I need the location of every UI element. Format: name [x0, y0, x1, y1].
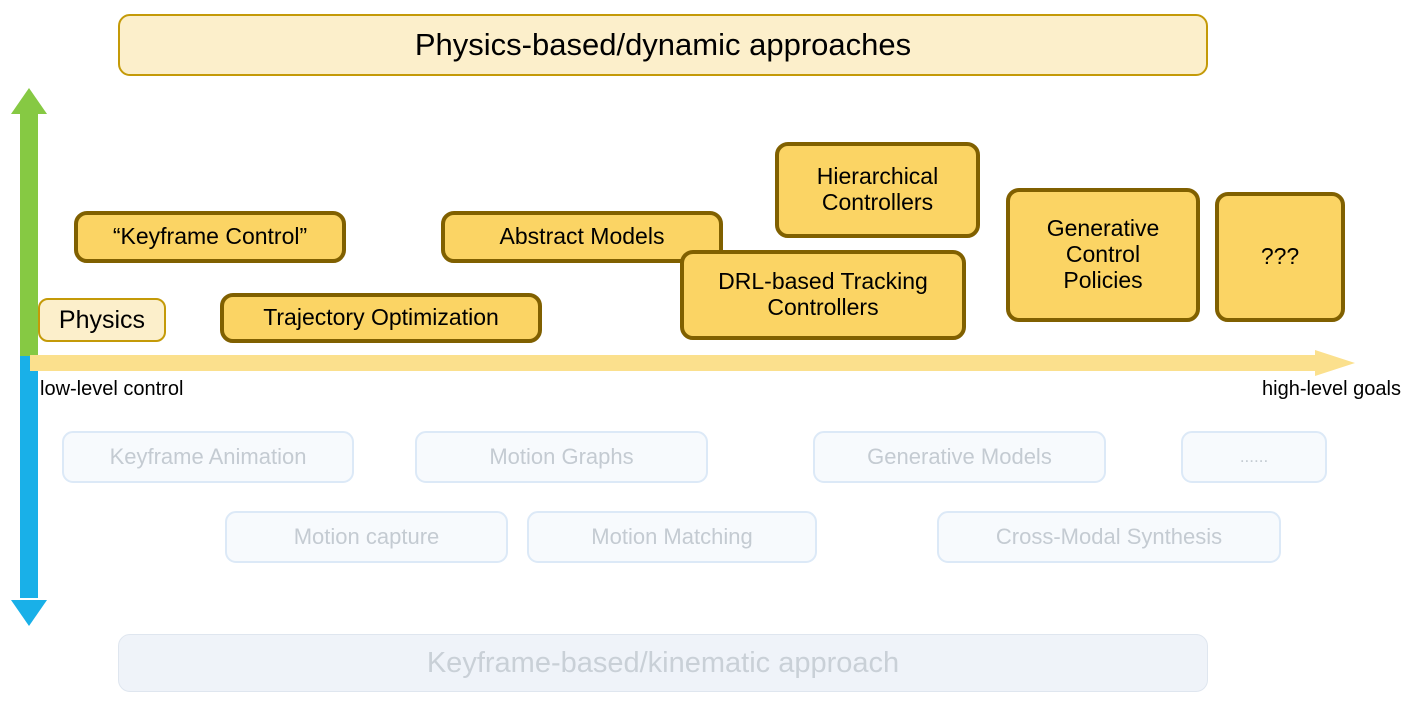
header-title-box: Physics-based/dynamic approaches	[118, 14, 1208, 76]
box-trajectory-optimization[interactable]: Trajectory Optimization	[220, 293, 542, 343]
box-abstract-models[interactable]: Abstract Models	[441, 211, 723, 263]
box-generative-models[interactable]: Generative Models	[813, 431, 1106, 483]
control-abstraction-axis-arrow	[30, 350, 1355, 376]
physics-axis-up-arrow	[11, 88, 47, 356]
box-motion-capture[interactable]: Motion capture	[225, 511, 508, 563]
box-keyframe-animation[interactable]: Keyframe Animation	[62, 431, 354, 483]
kinematic-axis-down-arrow	[11, 356, 47, 626]
box-generative-control-policies[interactable]: Generative Control Policies	[1006, 188, 1200, 322]
vertical-axis-arrow	[11, 88, 47, 626]
box-drl-based-tracking-controllers[interactable]: DRL-based Tracking Controllers	[680, 250, 966, 340]
axis-label-low-level: low-level control	[40, 378, 184, 400]
box-hierarchical-controllers[interactable]: Hierarchical Controllers	[775, 142, 980, 238]
footer-title-box: Keyframe-based/kinematic approach	[118, 634, 1208, 692]
axis-label-high-level: high-level goals	[1262, 378, 1401, 400]
box-cross-modal-synthesis[interactable]: Cross-Modal Synthesis	[937, 511, 1281, 563]
box-physics[interactable]: Physics	[38, 298, 166, 342]
box-keyframe-control[interactable]: “Keyframe Control”	[74, 211, 346, 263]
box-motion-matching[interactable]: Motion Matching	[527, 511, 817, 563]
box-unknown-future[interactable]: ???	[1215, 192, 1345, 322]
box-ellipsis[interactable]: ......	[1181, 431, 1327, 483]
box-motion-graphs[interactable]: Motion Graphs	[415, 431, 708, 483]
